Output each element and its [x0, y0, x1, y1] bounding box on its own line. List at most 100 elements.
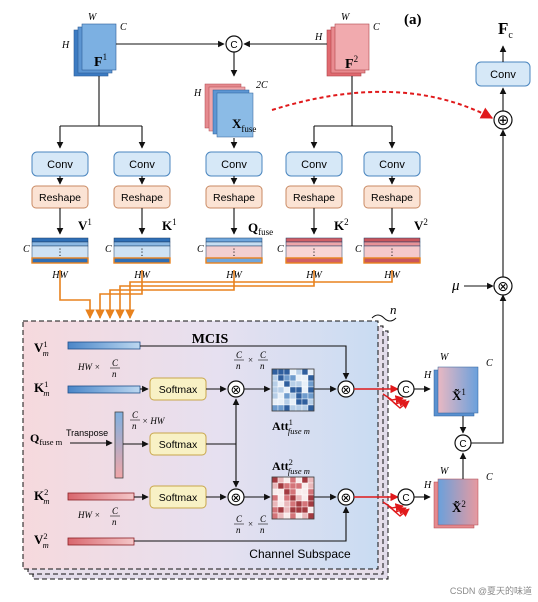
- f1-w-label: W: [88, 12, 98, 23]
- att2-cell: [307, 488, 315, 496]
- mult-1: [227, 380, 245, 398]
- att2-cell: [289, 476, 297, 484]
- k2-matrix-c-label: C: [277, 244, 284, 255]
- att1-cell: [295, 392, 303, 400]
- svg-text:×: ×: [248, 519, 253, 529]
- att1-cell: [283, 398, 291, 406]
- att1-cell: [289, 380, 297, 388]
- att2-cell: [271, 488, 279, 496]
- att2-cell: [283, 512, 291, 520]
- reshape-block-3-label: Reshape: [213, 192, 255, 204]
- att2-cell: [277, 512, 285, 520]
- att1-cell: [307, 380, 315, 388]
- v1-matrix-row-2: [31, 241, 89, 247]
- k1-matrix-last-row: [113, 257, 171, 264]
- att2-cell: [283, 494, 291, 502]
- att2-cell: [295, 476, 303, 484]
- f2-w-label: W: [341, 12, 351, 23]
- transpose-label: Transpose: [66, 428, 108, 438]
- v2-matrix-dots: ⋮: [388, 248, 397, 258]
- v1-matrix-dots: ⋮: [56, 248, 65, 258]
- att1-cell: [271, 386, 279, 394]
- dim-qt-frac-c: C: [132, 410, 139, 420]
- att2-cell: [283, 476, 291, 484]
- v2-matrix-row-1: [363, 237, 421, 243]
- mult-3-glyph: ⊗: [341, 382, 352, 397]
- att2-cell: [307, 476, 315, 484]
- xtilde-wiring: [459, 294, 507, 479]
- att2-cell: [301, 506, 309, 514]
- repeat-n: n: [390, 302, 397, 317]
- mult-1-glyph: ⊗: [231, 382, 242, 397]
- dim-frac-c-top: C: [112, 358, 119, 368]
- add-op-glyph: ⊕: [497, 112, 510, 129]
- att2-cell: [289, 506, 297, 514]
- output-fc: Fc: [498, 19, 513, 41]
- qfuse-matrix-dots: ⋮: [230, 248, 239, 258]
- att1-cell: [301, 368, 309, 376]
- v1-matrix-row-1: [31, 237, 89, 243]
- att2-cell: [307, 482, 315, 490]
- att1-cell: [289, 398, 297, 406]
- concat-top-label: C: [230, 40, 237, 51]
- att2-cell: [295, 488, 303, 496]
- watermark: CSDN @夏天的味道: [450, 585, 532, 596]
- att2-cell: [301, 512, 309, 520]
- dim-qt-hw: × HW: [142, 416, 166, 426]
- mcis-title: MCIS: [192, 332, 229, 347]
- att1-cell: [295, 404, 303, 412]
- att1-cell: [283, 374, 291, 382]
- att1-cell: [295, 386, 303, 394]
- att1-cell: [277, 368, 285, 376]
- att1-cell: [277, 398, 285, 406]
- reshape-block-5-label: Reshape: [371, 192, 413, 204]
- orange-bus: [59, 270, 393, 319]
- qfuse-matrix-last-row: [205, 257, 263, 264]
- att1-cell: [283, 404, 291, 412]
- att1-cell: [283, 380, 291, 388]
- att1-cell: [301, 404, 309, 412]
- qt-vertical-bar: [114, 411, 124, 479]
- conv-final-label: Conv: [490, 69, 516, 81]
- dim-frac-n-bottom: n: [112, 517, 117, 527]
- att2-cell: [301, 476, 309, 484]
- reshape-block-2-label: Reshape: [121, 192, 163, 204]
- att1-cell: [289, 386, 297, 394]
- mult-2-glyph: ⊗: [231, 490, 242, 505]
- att2-cell: [277, 476, 285, 484]
- att2-cell: [271, 482, 279, 490]
- att2-cell: [271, 500, 279, 508]
- f2-c-label: C: [373, 22, 380, 33]
- xfuse-tensor: 2C H Xfuse: [193, 80, 268, 138]
- qfuse-matrix-row-1: [205, 237, 263, 243]
- att1-cell: [301, 386, 309, 394]
- qfuse-matrix-c-label: C: [197, 244, 204, 255]
- reshape-block-1-label: Reshape: [39, 192, 81, 204]
- mcis-wiring: [123, 345, 350, 542]
- f1-c-label: C: [120, 22, 127, 33]
- v2-label: V2: [414, 217, 428, 233]
- att2-cell: [277, 488, 285, 496]
- softmax-block-1-label: Softmax: [159, 384, 198, 396]
- att1-cell: [289, 404, 297, 412]
- concat-mid-label: C: [459, 439, 466, 450]
- att2-cell: [289, 488, 297, 496]
- mult-2: [227, 488, 245, 506]
- conv-block-1-label: Conv: [47, 159, 73, 171]
- dim-att-bot-n2: n: [260, 525, 265, 535]
- dim-frac-c-bottom: C: [112, 506, 119, 516]
- att1-heatmap: [271, 368, 315, 412]
- att1-cell: [277, 392, 285, 400]
- xt1-h-label: H: [423, 370, 432, 381]
- conv-reshape-columns: Conv Reshape Conv Reshape Conv Reshape C…: [31, 151, 421, 235]
- dim-att-top-c2: C: [260, 350, 267, 360]
- k1-matrix-dots: ⋮: [138, 248, 147, 258]
- xfuse-h-label: H: [193, 88, 202, 99]
- xt2-c-label: C: [486, 472, 493, 483]
- att2-cell: [271, 476, 279, 484]
- v2-matrix-last-row: [363, 257, 421, 264]
- dim-att-top-n2: n: [260, 361, 265, 371]
